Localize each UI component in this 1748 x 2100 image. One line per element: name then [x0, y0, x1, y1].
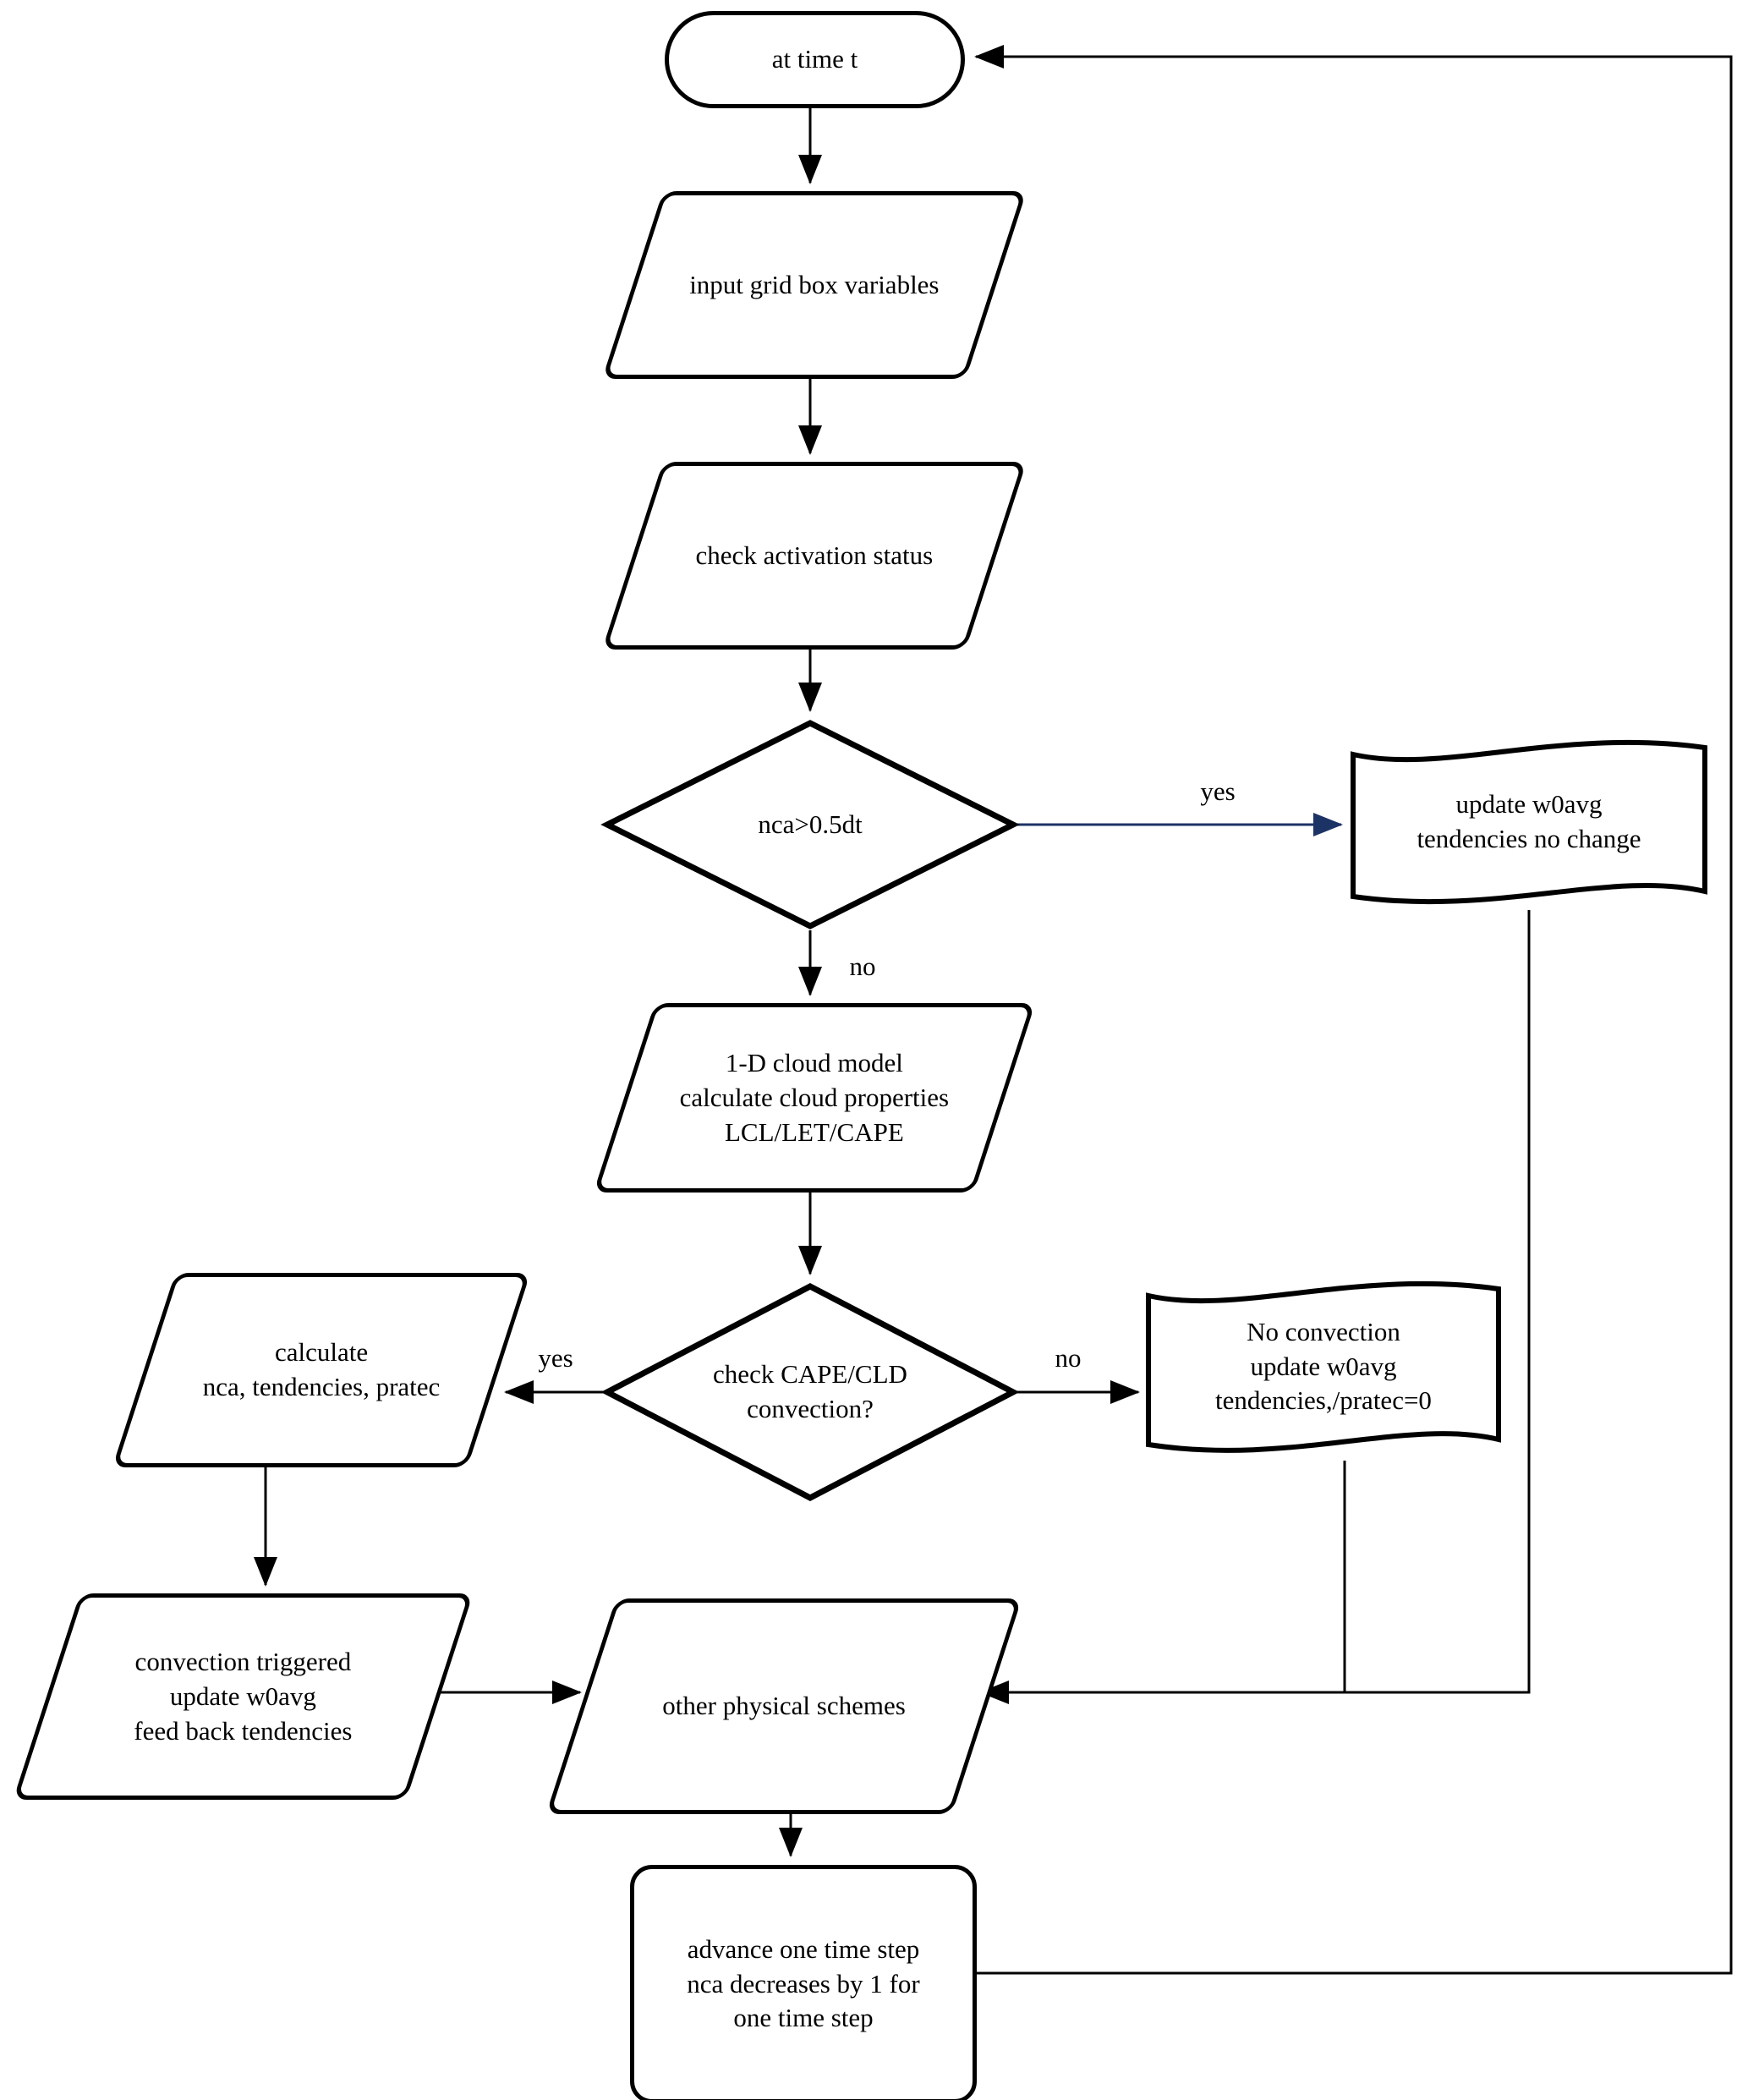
node-nca-label: nca>0.5dt: [758, 809, 863, 839]
node-other-label: other physical schemes: [662, 1691, 906, 1721]
node-noconv-line2: update w0avg: [1250, 1351, 1397, 1381]
node-input-label: input grid box variables: [689, 269, 940, 299]
edge-w0avg-to-other: [979, 910, 1531, 1704]
wavy-shape: [1146, 1280, 1501, 1453]
node-start-label: at time t: [771, 44, 858, 74]
node-noconv-line1: No convection: [1247, 1316, 1400, 1346]
label-nca-yes: yes: [1200, 776, 1236, 806]
label-cape-no: no: [1055, 1343, 1082, 1373]
node-cloud-model-line2: calculate cloud properties: [679, 1082, 950, 1112]
node-convection-triggered: convection triggered update w0avg feed b…: [13, 1593, 474, 1800]
node-advance-line1: advance one time step: [687, 1933, 920, 1964]
node-cape-decision: check CAPE/CLD convection?: [600, 1282, 1020, 1502]
edge-advance-loop-to-start: [970, 45, 1733, 1975]
wavy-shape: [1351, 739, 1707, 905]
node-other-physical-schemes: other physical schemes: [545, 1598, 1022, 1814]
node-update-w0avg-line2: tendencies no change: [1416, 824, 1641, 853]
node-advance-time-step: advance one time step nca decreases by 1…: [630, 1865, 977, 2100]
node-check-activation-status: check activation status: [601, 462, 1027, 650]
node-cloud-model: 1-D cloud model calculate cloud properti…: [593, 1003, 1036, 1193]
node-nca-decision: nca>0.5dt: [600, 719, 1020, 930]
node-cape-line2: convection?: [747, 1394, 874, 1423]
node-start: at time t: [665, 11, 965, 108]
node-triggered-line1: convection triggered: [134, 1646, 352, 1676]
node-cloud-model-line3: LCL/LET/CAPE: [725, 1116, 904, 1147]
diamond-shape: [600, 1283, 1020, 1501]
node-update-w0avg-no-change: update w0avg tendencies no change: [1350, 734, 1708, 910]
node-calculate-nca: calculate nca, tendencies, pratec: [112, 1273, 531, 1467]
node-cloud-model-line1: 1-D cloud model: [725, 1047, 904, 1077]
node-calc-line1: calculate: [274, 1337, 369, 1368]
diamond-shape: [600, 720, 1020, 929]
node-no-convection: No convection update w0avg tendencies,/p…: [1145, 1274, 1502, 1460]
label-nca-no: no: [849, 951, 876, 981]
node-activation-label: check activation status: [695, 540, 934, 570]
node-cape-line1: check CAPE/CLD: [713, 1359, 907, 1390]
node-advance-line2: nca decreases by 1 for: [687, 1968, 920, 1999]
node-input-grid-box-variables: input grid box variables: [601, 191, 1027, 379]
node-noconv-line3: tendencies,/pratec=0: [1215, 1385, 1432, 1416]
label-cape-yes: yes: [538, 1343, 573, 1373]
node-calc-line2: nca, tendencies, pratec: [202, 1372, 441, 1401]
node-advance-line3: one time step: [733, 2003, 874, 2033]
node-update-w0avg-line1: update w0avg: [1455, 789, 1603, 820]
node-triggered-line2: update w0avg: [169, 1681, 317, 1711]
node-triggered-line3: feed back tendencies: [134, 1715, 353, 1746]
